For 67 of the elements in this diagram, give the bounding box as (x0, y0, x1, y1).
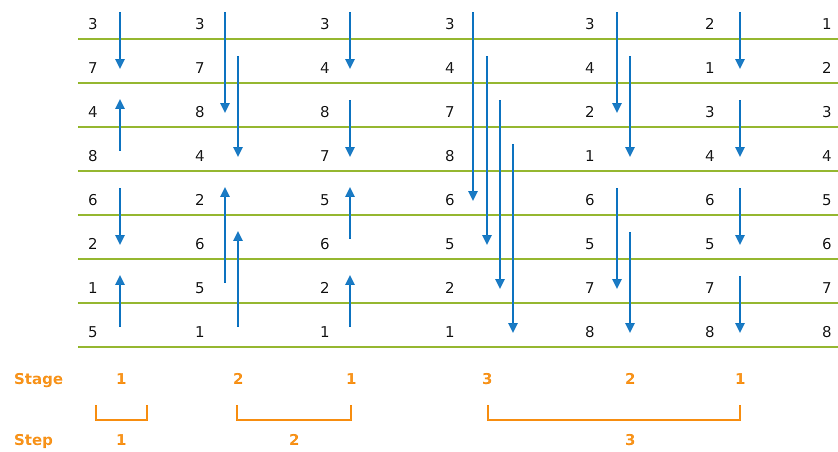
number-label: 1 (320, 323, 330, 341)
number-label: 5 (88, 323, 98, 341)
number-label: 1 (195, 323, 205, 341)
number-label: 6 (705, 191, 715, 209)
number-label: 3 (88, 15, 98, 33)
number-label: 2 (445, 279, 455, 297)
number-label: 2 (705, 15, 715, 33)
number-label: 7 (320, 147, 330, 165)
number-label: 4 (445, 59, 455, 77)
number-label: 5 (822, 191, 832, 209)
stage-number: 2 (233, 370, 244, 388)
number-label: 1 (445, 323, 455, 341)
number-label: 3 (705, 103, 715, 121)
stage-number: 1 (735, 370, 746, 388)
number-label: 6 (195, 235, 205, 253)
number-label: 2 (88, 235, 98, 253)
number-label: 4 (195, 147, 205, 165)
number-label: 5 (585, 235, 595, 253)
step-number: 1 (116, 431, 126, 449)
number-label: 7 (705, 279, 715, 297)
number-label: 4 (705, 147, 715, 165)
number-label: 5 (195, 279, 205, 297)
stage-number: 1 (346, 370, 356, 388)
number-label: 7 (822, 279, 832, 297)
number-label: 4 (88, 103, 98, 121)
number-label: 8 (705, 323, 715, 341)
number-label: 2 (822, 59, 832, 77)
number-label: 4 (822, 147, 832, 165)
number-label: 2 (320, 279, 330, 297)
step-label: Step (14, 431, 53, 449)
stage-label: Stage (14, 370, 64, 388)
number-label: 8 (88, 147, 98, 165)
number-label: 5 (705, 235, 715, 253)
number-label: 3 (195, 15, 205, 33)
number-label: 8 (585, 323, 595, 341)
number-label: 8 (320, 103, 330, 121)
number-label: 7 (585, 279, 595, 297)
stage-number: 1 (116, 370, 126, 388)
number-label: 5 (445, 235, 455, 253)
number-label: 4 (585, 59, 595, 77)
number-label: 7 (88, 59, 98, 77)
number-label: 3 (585, 15, 595, 33)
number-label: 6 (320, 235, 330, 253)
number-label: 1 (705, 59, 715, 77)
number-label: 3 (320, 15, 330, 33)
number-label: 8 (195, 103, 205, 121)
number-label: 1 (585, 147, 595, 165)
number-label: 3 (445, 15, 455, 33)
number-label: 4 (320, 59, 330, 77)
step-number: 2 (289, 431, 300, 449)
stage-number: 3 (482, 370, 492, 388)
number-label: 6 (88, 191, 98, 209)
number-label: 7 (445, 103, 455, 121)
number-label: 5 (320, 191, 330, 209)
number-label: 8 (822, 323, 832, 341)
number-label: 1 (822, 15, 832, 33)
number-label: 2 (585, 103, 595, 121)
number-label: 8 (445, 147, 455, 165)
number-label: 6 (822, 235, 832, 253)
number-label: 1 (88, 279, 98, 297)
number-label: 6 (585, 191, 595, 209)
step-number: 3 (625, 431, 636, 449)
number-label: 6 (445, 191, 455, 209)
number-label: 7 (195, 59, 205, 77)
number-label: 2 (195, 191, 205, 209)
stage-number: 2 (625, 370, 636, 388)
number-label: 3 (822, 103, 832, 121)
